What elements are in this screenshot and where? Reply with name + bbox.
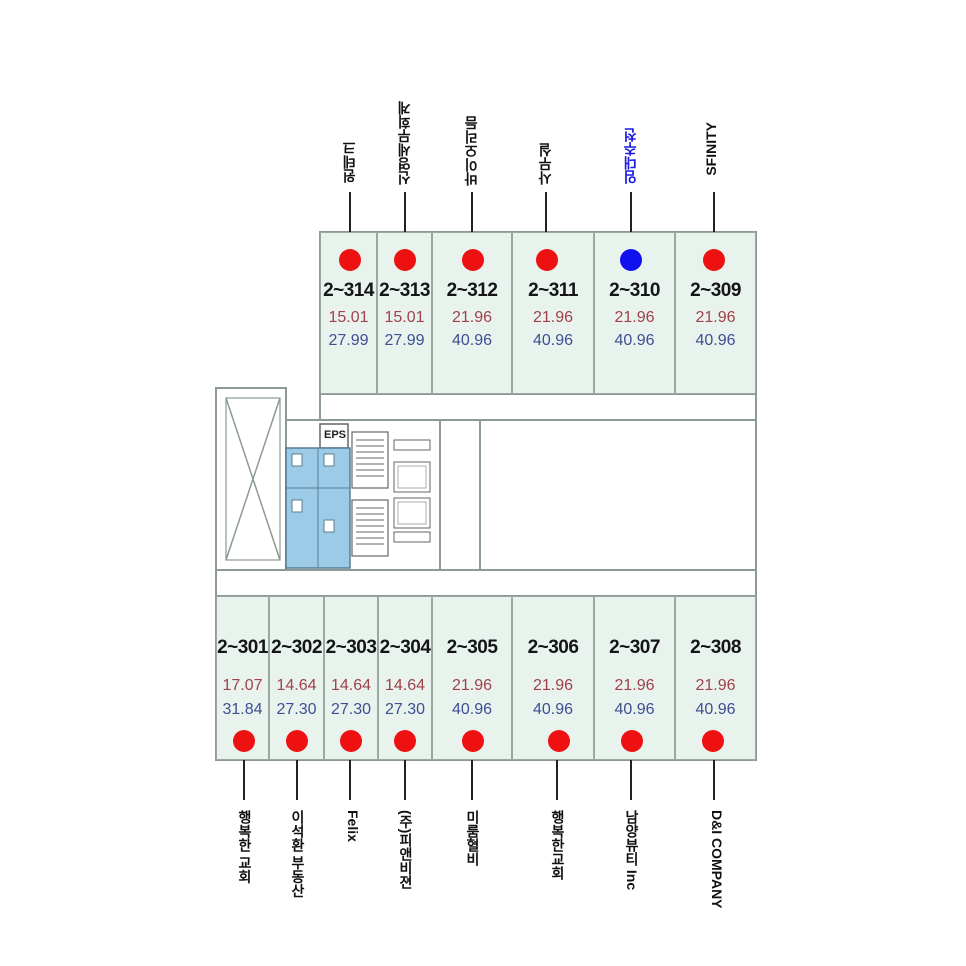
occupied-marker [340,730,362,752]
leader-line [545,192,547,232]
unit-number: 2~312 [446,280,498,301]
contract-area: 40.96 [695,332,736,349]
exclusive-area: 15.01 [384,309,425,326]
unit-number: 2~310 [609,280,660,301]
occupied-marker [286,730,308,752]
occupied-marker [233,730,255,752]
unit-number: 2~303 [325,637,377,658]
exclusive-area: 15.01 [328,309,369,326]
leader-line [630,760,632,800]
unit-number: 2~305 [446,637,498,658]
unit-2-302[interactable]: 2~302 14.64 27.30 [269,596,324,760]
occupied-marker [621,730,643,752]
leader-line [349,192,351,232]
unit-2-308[interactable]: 2~308 21.96 40.96 [675,596,756,760]
leader-line [471,192,473,232]
leader-line [713,760,715,800]
unit-number: 2~309 [690,280,741,301]
contract-area: 27.99 [384,332,425,349]
vacant-marker [620,249,642,271]
unit-2-306[interactable]: 2~306 21.96 40.96 [512,596,594,760]
leader-line [404,192,406,232]
exclusive-area: 14.64 [276,677,317,694]
unit-2-305[interactable]: 2~305 21.96 40.96 [432,596,512,760]
unit-2-314[interactable]: 2~314 15.01 27.99 [320,232,377,394]
leader-line [556,760,558,800]
contract-area: 40.96 [695,701,736,718]
occupied-marker [702,730,724,752]
unit-number: 2~314 [323,280,374,301]
unit-2-309[interactable]: 2~309 21.96 40.96 [675,232,756,394]
unit-number: 2~307 [609,637,660,658]
exclusive-area: 21.96 [532,309,574,326]
exclusive-area: 21.96 [695,677,736,694]
leader-line [713,192,715,232]
occupied-marker [462,730,484,752]
occupied-marker [703,249,725,271]
contract-area: 27.99 [328,332,369,349]
contract-area: 27.30 [384,701,426,718]
unit-2-312[interactable]: 2~312 21.96 40.96 [432,232,512,394]
occupied-marker [394,730,416,752]
unit-2-311[interactable]: 2~311 21.96 40.96 [512,232,594,394]
contract-area: 27.30 [330,701,372,718]
unit-number: 2~308 [690,637,741,658]
unit-2-304[interactable]: 2~304 14.64 27.30 [378,596,432,760]
contract-area: 40.96 [614,701,655,718]
exclusive-area: 14.64 [330,677,372,694]
exclusive-area: 14.64 [384,677,426,694]
contract-area: 27.30 [276,701,317,718]
leader-line [404,760,406,800]
occupied-marker [394,249,416,271]
contract-area: 31.84 [222,701,263,718]
unit-number: 2~302 [271,637,322,658]
leader-line [349,760,351,800]
unit-2-307[interactable]: 2~307 21.96 40.96 [594,596,675,760]
exclusive-area: 21.96 [532,677,574,694]
leader-line [296,760,298,800]
exclusive-area: 21.96 [614,309,655,326]
leader-line [471,760,473,800]
exclusive-area: 17.07 [222,677,263,694]
exclusive-area: 21.96 [451,309,493,326]
occupied-marker [339,249,361,271]
exclusive-area: 21.96 [614,677,655,694]
exclusive-area: 21.96 [695,309,736,326]
unit-number: 2~301 [217,637,268,658]
unit-2-310[interactable]: 2~310 21.96 40.96 [594,232,675,394]
contract-area: 40.96 [451,701,493,718]
contract-area: 40.96 [532,332,574,349]
occupied-marker [548,730,570,752]
contract-area: 40.96 [532,701,574,718]
occupied-marker [462,249,484,271]
leader-line [243,760,245,800]
exclusive-area: 21.96 [451,677,493,694]
unit-2-301[interactable]: 2~301 17.07 31.84 [216,596,269,760]
unit-number: 2~313 [379,280,430,301]
contract-area: 40.96 [614,332,655,349]
unit-number: 2~304 [379,637,431,658]
occupied-marker [536,249,558,271]
unit-number: 2~306 [527,637,579,658]
contract-area: 40.96 [451,332,493,349]
eps-label: EPS [324,429,347,441]
unit-2-313[interactable]: 2~313 15.01 27.99 [377,232,432,394]
unit-number: 2~311 [528,280,578,301]
leader-line [630,192,632,232]
unit-2-303[interactable]: 2~303 14.64 27.30 [324,596,378,760]
